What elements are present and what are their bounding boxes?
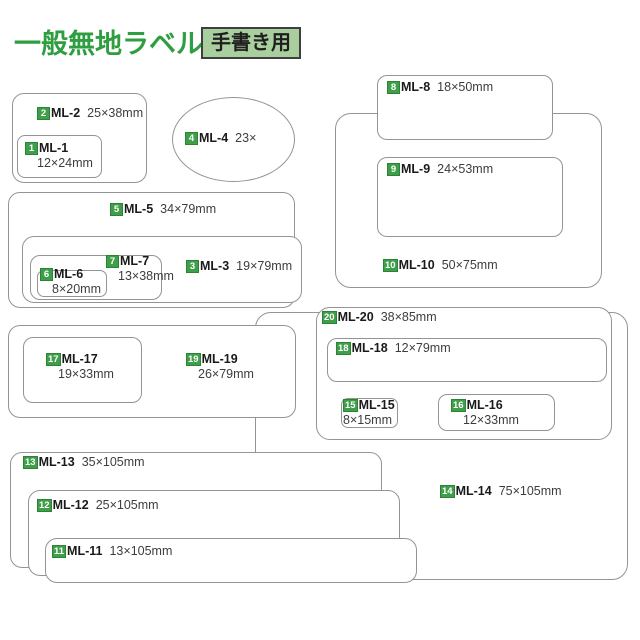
number-badge: 8 [387, 81, 400, 94]
number-badge: 16 [451, 399, 466, 412]
number-badge: 4 [185, 132, 198, 145]
number-badge: 15 [343, 399, 358, 412]
page-title: 一般無地ラベル [14, 29, 203, 59]
number-badge: 13 [23, 456, 38, 469]
number-badge: 14 [440, 485, 455, 498]
handwriting-tag: 手書き用 [201, 27, 301, 59]
number-badge: 6 [40, 268, 53, 281]
label-shape-ml-11 [45, 538, 417, 583]
label-shape-ml-9 [377, 157, 563, 237]
number-badge: 3 [186, 260, 199, 273]
number-badge: 17 [46, 353, 61, 366]
number-badge: 18 [336, 342, 351, 355]
number-badge: 9 [387, 163, 400, 176]
number-badge: 12 [37, 499, 52, 512]
number-badge: 20 [322, 311, 337, 324]
number-badge: 19 [186, 353, 201, 366]
number-badge: 11 [52, 545, 67, 558]
label-shape-ml-17 [23, 337, 142, 403]
label-shape-ml-18 [327, 338, 607, 382]
number-badge: 7 [106, 255, 119, 268]
number-badge: 5 [110, 203, 123, 216]
number-badge: 10 [383, 259, 398, 272]
number-badge: 1 [25, 142, 38, 155]
label-shape-ml-8 [377, 75, 553, 140]
number-badge: 2 [37, 107, 50, 120]
